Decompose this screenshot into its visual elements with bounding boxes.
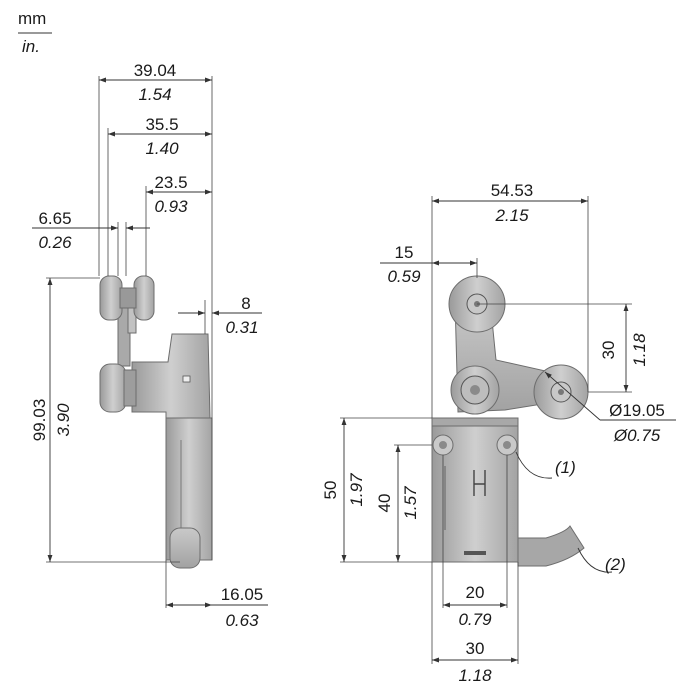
front-dim-50-mm: 50: [321, 481, 340, 500]
side-dim-16-mm: 16.05: [221, 585, 264, 604]
side-dim-8-mm: 8: [241, 294, 250, 313]
front-cable: [517, 525, 585, 567]
front-dim-54-in: 2.15: [494, 206, 529, 225]
side-dim-16-in: 0.63: [225, 611, 259, 630]
side-dim-6-mm: 6.65: [38, 209, 71, 228]
front-dim-50-in: 1.97: [347, 473, 366, 507]
side-head: [131, 333, 211, 419]
front-dim-15-in: 0.59: [387, 267, 421, 286]
front-dim-30h-mm: 30: [466, 639, 485, 658]
front-view-part: [431, 275, 589, 567]
callout-2: (2): [605, 555, 626, 574]
front-dim-40-mm: 40: [375, 494, 394, 513]
side-dim-99-in: 3.90: [54, 403, 73, 437]
front-dim-dia-mm: Ø19.05: [609, 401, 665, 420]
callout-1: (1): [555, 458, 576, 477]
side-dim-35-mm: 35.5: [145, 115, 178, 134]
front-view-dimensions: 54.53 2.15 15 0.59 30 1.18 Ø19.05 Ø0.75 …: [321, 181, 676, 685]
side-upper-roller-front: [99, 275, 123, 321]
side-view-part: [99, 275, 213, 569]
side-dim-99-mm: 99.03: [30, 399, 49, 442]
side-dim-23-mm: 23.5: [154, 173, 187, 192]
side-dim-6-in: 0.26: [38, 233, 72, 252]
side-dim-8-in: 0.31: [225, 318, 258, 337]
front-dim-40-in: 1.57: [401, 486, 420, 520]
side-dim-39-in: 1.54: [138, 85, 171, 104]
side-view-dimensions: 39.04 1.54 35.5 1.40 23.5 0.93 6.65 0.26…: [30, 61, 268, 630]
front-dim-15-mm: 15: [395, 243, 414, 262]
front-dim-dia-in: Ø0.75: [613, 426, 661, 445]
front-dim-30h-in: 1.18: [458, 666, 492, 685]
front-dim-30v-mm: 30: [599, 341, 618, 360]
front-dim-20-mm: 20: [466, 583, 485, 602]
unit-mm: mm: [18, 9, 46, 28]
side-dim-35-in: 1.40: [145, 139, 179, 158]
side-plunger: [169, 527, 201, 569]
side-upper-roller-rear: [133, 275, 155, 321]
unit-in: in.: [22, 37, 40, 56]
side-dim-39-mm: 39.04: [134, 61, 177, 80]
front-dim-30v-in: 1.18: [630, 333, 649, 367]
front-dim-20-in: 0.79: [458, 610, 492, 629]
front-dim-54-mm: 54.53: [491, 181, 534, 200]
side-lower-roller: [99, 363, 127, 413]
side-dim-23-in: 0.93: [154, 197, 188, 216]
